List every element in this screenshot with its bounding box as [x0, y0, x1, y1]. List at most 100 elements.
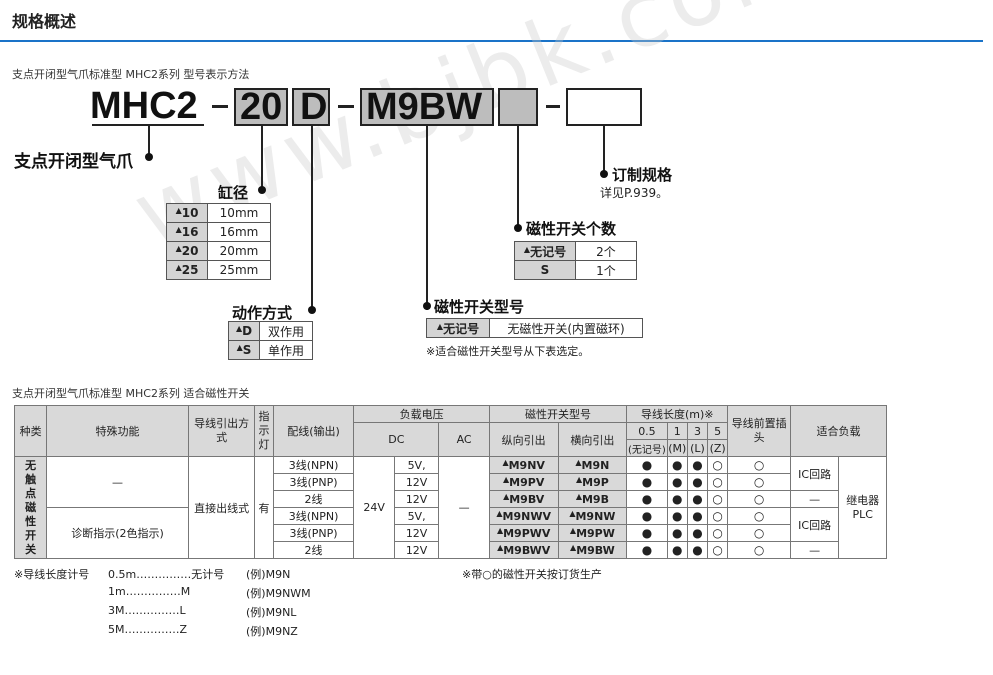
len-5: ○	[707, 490, 729, 508]
len-3: ●	[686, 507, 709, 525]
pre-cell: ○	[727, 490, 791, 508]
switch-type-row: ▲无记号无磁性开关(内置磁环)	[426, 318, 643, 338]
code-dash-3	[546, 105, 560, 108]
footnote-order: ※带○的磁性开关按订货生产	[462, 568, 602, 581]
th-wiring: 配线(输出)	[272, 405, 355, 457]
load-relay: 继电器	[846, 493, 880, 507]
len-05: ●	[626, 507, 668, 525]
model-vertical: M9NWV	[502, 510, 551, 523]
th-dc: DC	[353, 422, 440, 457]
len-3: ●	[686, 490, 709, 508]
switch-qty-label: 磁性开关个数	[526, 220, 617, 238]
voltage-cell: 12V	[393, 541, 440, 559]
header-divider	[0, 40, 983, 42]
th-vertical: 纵向引出	[488, 422, 559, 457]
dc-24v: 24V	[353, 456, 395, 559]
model-horizontal: M9P	[582, 476, 609, 489]
wiring-cell: 2线	[272, 490, 355, 508]
model-horizontal: M9PW	[576, 527, 615, 540]
th-indicator: 指示灯	[254, 405, 274, 457]
action-label: 动作方式	[232, 304, 293, 322]
wiring-cell: 2线	[272, 541, 355, 559]
table-caption: 支点开闭型气爪标准型 MHC2系列 适合磁性开关	[12, 387, 250, 400]
switch-type-table: ▲无记号无磁性开关(内置磁环)	[426, 318, 643, 338]
th-l05b: (无记号)	[626, 439, 668, 457]
th-model: 磁性开关型号	[488, 405, 628, 423]
len-3: ●	[686, 456, 709, 474]
len-1: ●	[666, 524, 688, 542]
len-5: ○	[707, 456, 729, 474]
indicator-cell: 有	[254, 456, 274, 559]
len-5: ○	[707, 507, 729, 525]
switch-qty-value: 2个	[575, 241, 637, 261]
code-size-box: 20	[234, 86, 288, 128]
table-row: 无触点磁性开关 — 直接出线式 有 3线(NPN) 24V 5V, — ▲M9N…	[13, 456, 887, 559]
code-series: MHC2	[90, 85, 198, 127]
model-horizontal: M9N	[581, 459, 610, 472]
code-qty-box	[498, 88, 538, 126]
bore-dot	[258, 186, 266, 194]
footnote-ex-1: (例)M9NWM	[246, 587, 311, 600]
switch-type-value: 无磁性开关(内置磁环)	[489, 318, 643, 338]
bore-key: 16	[181, 225, 199, 239]
switch-qty-dot	[514, 224, 522, 232]
code-switch-box: M9BW	[360, 86, 494, 128]
switch-type-key: 无记号	[443, 321, 480, 336]
page-title: 规格概述	[12, 12, 77, 31]
code-dash-1	[212, 105, 228, 108]
action-dot	[308, 306, 316, 314]
bore-leader	[261, 126, 263, 190]
th-func: 特殊功能	[46, 405, 189, 457]
len-05: ●	[626, 473, 668, 491]
pre-cell: ○	[727, 541, 791, 559]
th-l1: 1	[666, 422, 688, 440]
ic-cell: IC回路	[789, 507, 840, 542]
len-1: ●	[666, 473, 688, 491]
code-dash-2	[338, 105, 354, 108]
footnote-ex-3: (例)M9NL	[246, 606, 297, 619]
voltage-cell: 12V	[393, 473, 440, 491]
len-1: ●	[666, 507, 688, 525]
voltage-cell: 12V	[393, 490, 440, 508]
footnote-title: ※导线长度计号	[14, 568, 90, 581]
wiring-cell: 3线(PNP)	[272, 473, 355, 491]
custom-label: 订制规格	[612, 166, 673, 184]
th-ac: AC	[438, 422, 490, 457]
func-dash: —	[46, 456, 189, 508]
series-leader	[148, 126, 150, 158]
action-key: D	[242, 324, 253, 338]
switch-type-note: ※适合磁性开关型号从下表选定。	[426, 345, 590, 358]
switch-qty-key: S	[540, 263, 550, 277]
len-05: ●	[626, 490, 668, 508]
len-1: ●	[666, 456, 688, 474]
ac-dash: —	[438, 456, 490, 559]
len-5: ○	[707, 524, 729, 542]
model-vertical: M9BV	[509, 493, 545, 506]
voltage-cell: 5V,	[393, 507, 440, 525]
table-row: 诊断指示(2色指示) 3线(NPN) 5V, ▲M9NWV ▲M9NW ● ● …	[15, 507, 887, 559]
model-horizontal: M9NW	[575, 510, 616, 523]
footnote-len-5: 5M……………Z	[108, 623, 188, 636]
wire-out-cell: 直接出线式	[187, 456, 256, 559]
footnote-len-3: 3M……………L	[108, 604, 186, 617]
th-pre: 导线前置插头	[727, 405, 791, 457]
len-3: ●	[686, 541, 709, 559]
bore-key: 10	[181, 206, 199, 220]
custom-dot	[600, 170, 608, 178]
bore-value: 10mm	[207, 203, 271, 223]
ic-cell: —	[789, 490, 840, 508]
code-switch: M9BW	[366, 86, 483, 128]
switch-qty-key: 无记号	[530, 244, 567, 259]
series-label: 支点开闭型气爪	[14, 152, 133, 172]
len-05: ●	[626, 524, 668, 542]
ic-cell: IC回路	[789, 456, 840, 491]
code-size: 20	[240, 86, 283, 128]
th-l3b: (L)	[686, 439, 709, 457]
